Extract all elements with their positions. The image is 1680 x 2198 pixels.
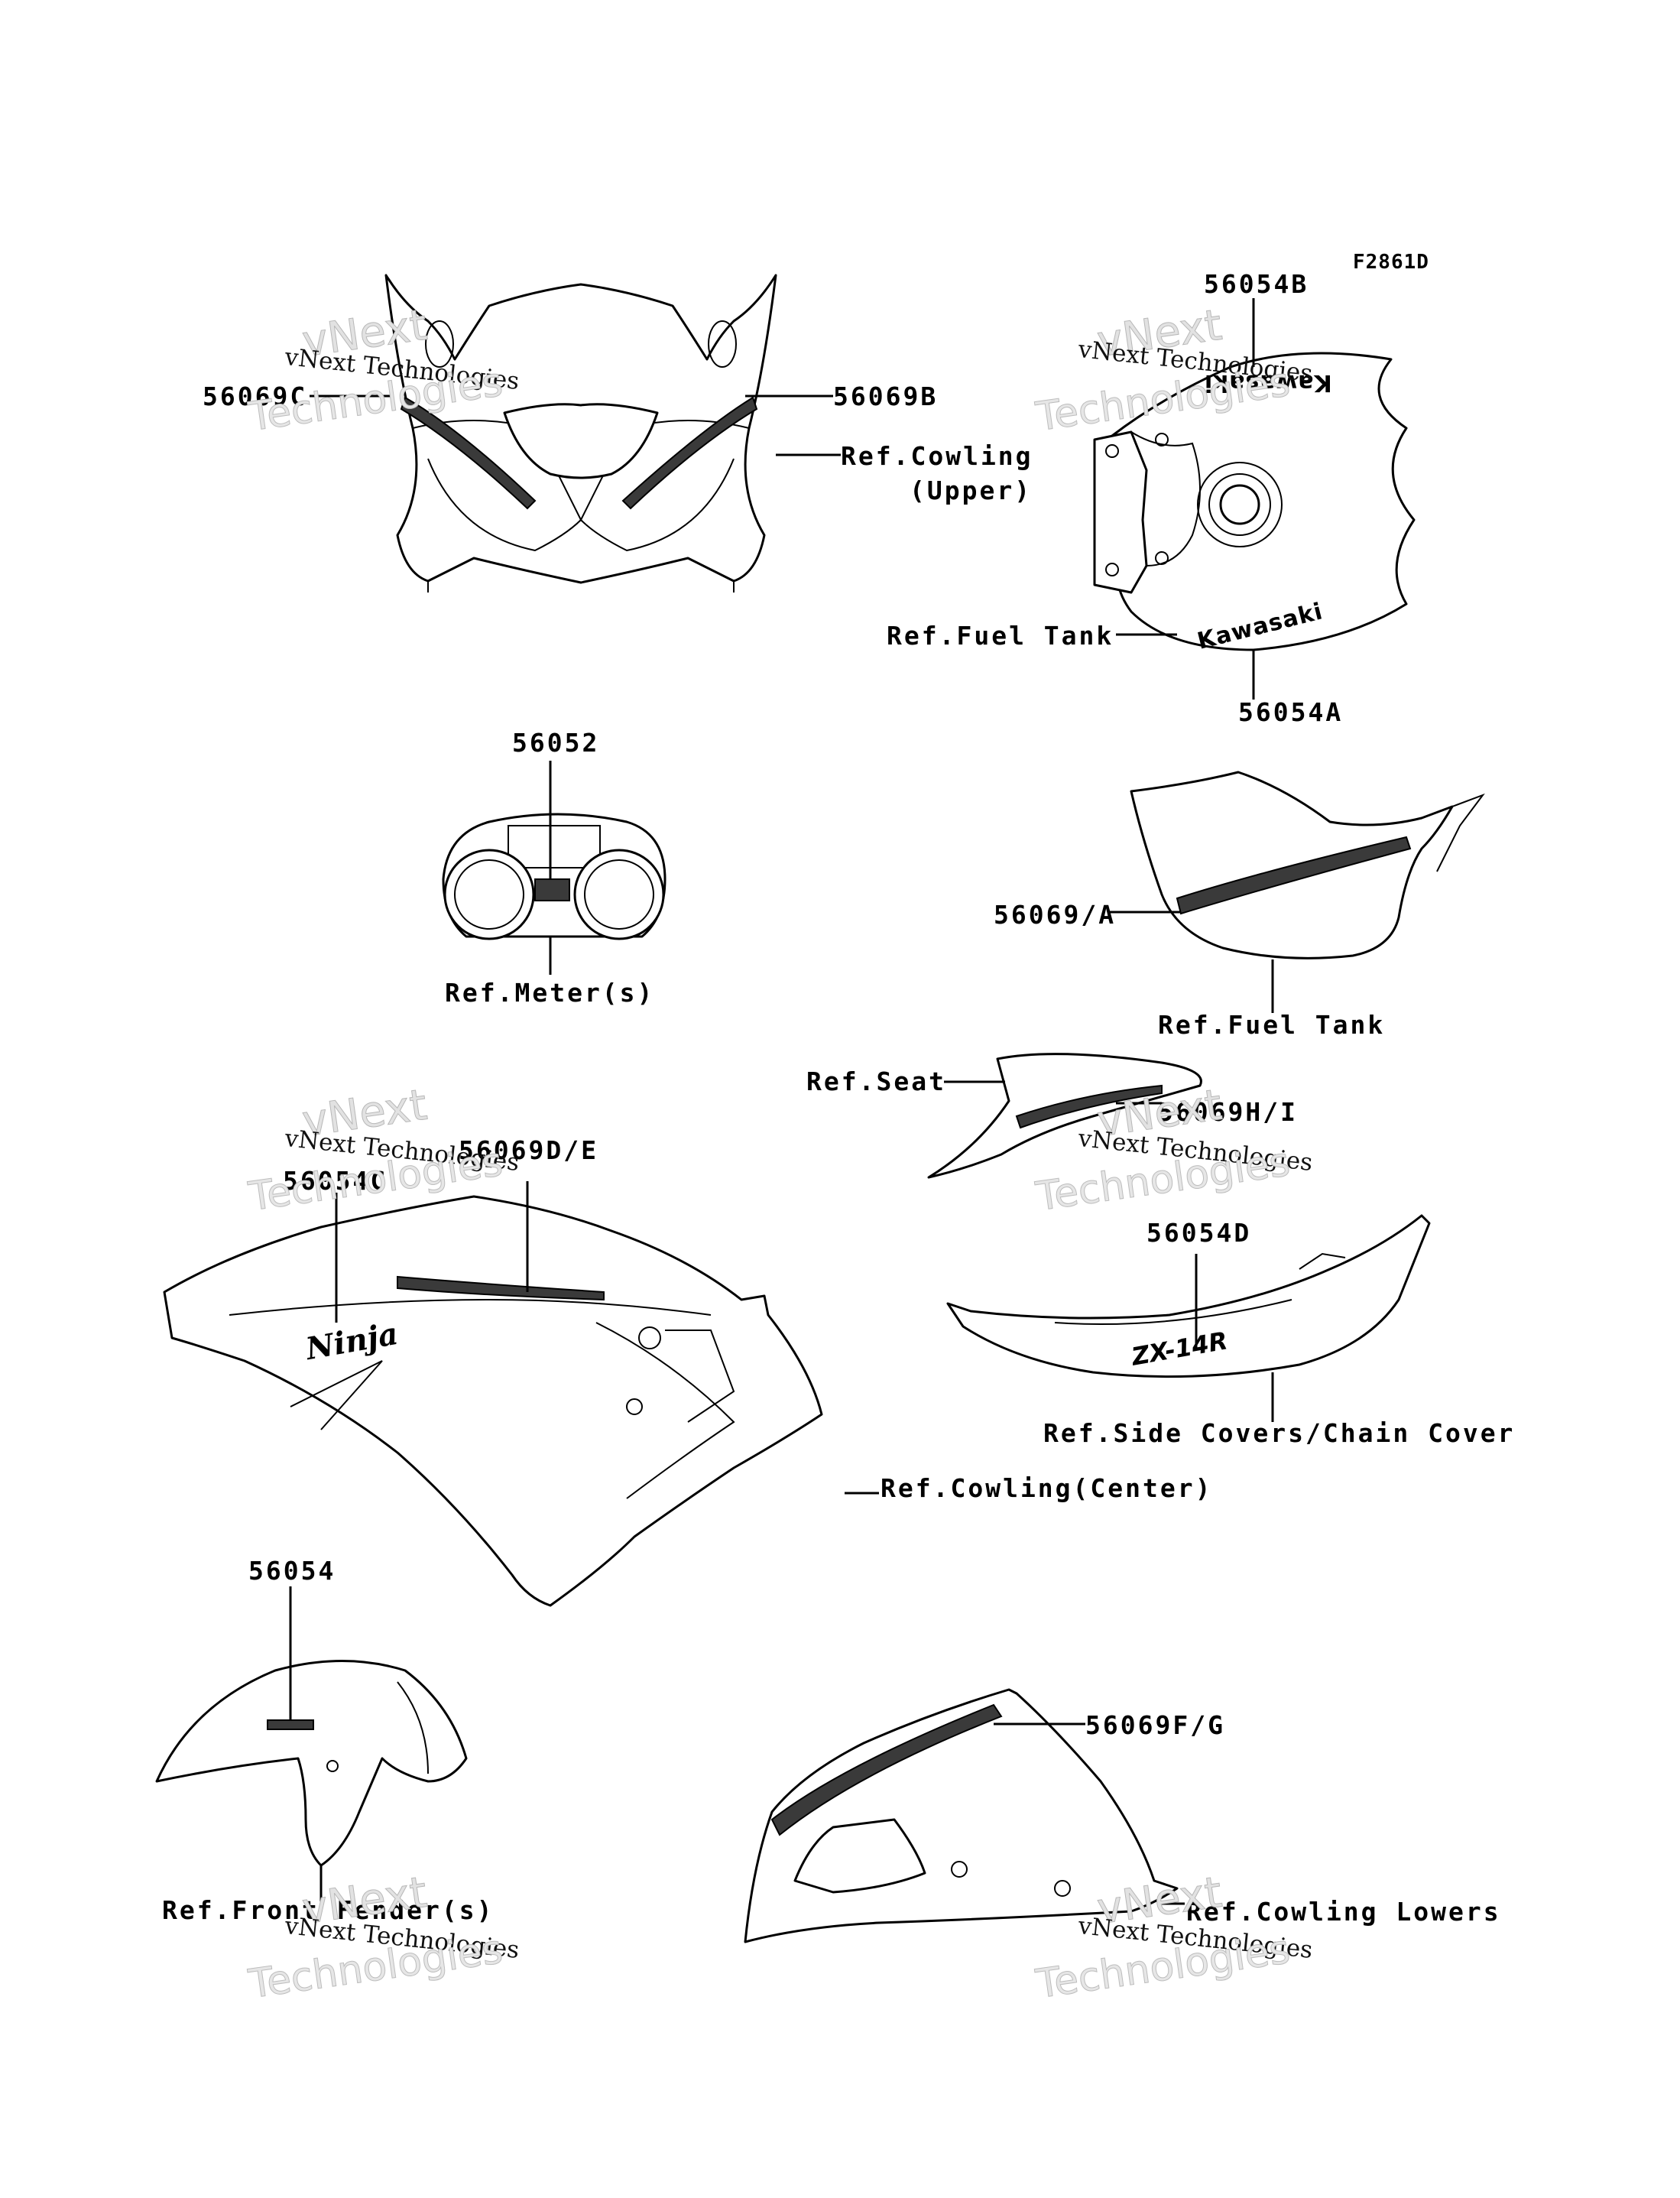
leader-lines [289, 298, 1274, 1907]
seat [927, 1053, 1202, 1179]
label-56069hi: 56069H/I [1158, 1097, 1298, 1127]
label-56052: 56052 [512, 728, 600, 758]
label-56069b: 56069B [833, 381, 939, 411]
label-ref-cowling-upper-2: (Upper) [910, 476, 1033, 505]
center-cowling [163, 1195, 823, 1607]
fuel-tank-top [1093, 352, 1416, 651]
front-fender [155, 1660, 468, 1867]
label-ref-fuel-tank-top: Ref.Fuel Tank [887, 621, 1114, 651]
label-ref-cowling-lowers: Ref.Cowling Lowers [1186, 1897, 1501, 1927]
label-ref-front-fender: Ref.Front Fender(s) [162, 1895, 495, 1925]
label-56069de: 56069D/E [459, 1135, 598, 1165]
label-56054b: 56054B [1204, 269, 1309, 299]
label-56069c: 56069C [203, 381, 308, 411]
label-ref-cowling-center: Ref.Cowling(Center) [881, 1473, 1213, 1503]
label-ref-meters: Ref.Meter(s) [445, 978, 655, 1008]
label-56054: 56054 [248, 1556, 336, 1586]
label-56069a: 56069/A [994, 900, 1117, 930]
label-56054c: 56054C [283, 1166, 388, 1196]
label-ref-side-covers: Ref.Side Covers/Chain Cover [1043, 1418, 1516, 1448]
label-ref-fuel-tank-side: Ref.Fuel Tank [1158, 1010, 1386, 1040]
fuel-tank-side [1130, 771, 1485, 959]
upper-cowling [384, 274, 777, 593]
label-56054a: 56054A [1238, 697, 1344, 727]
diagram-id: F2861D [1353, 251, 1429, 274]
side-covers [946, 1214, 1431, 1378]
label-ref-seat: Ref.Seat [806, 1067, 946, 1096]
label-ref-cowling-upper: Ref.Cowling [841, 441, 1033, 471]
lower-cowling [744, 1688, 1179, 1943]
meter-cluster [442, 813, 666, 940]
label-56054d: 56054D [1146, 1218, 1252, 1248]
label-56069fg: 56069F/G [1085, 1710, 1225, 1740]
